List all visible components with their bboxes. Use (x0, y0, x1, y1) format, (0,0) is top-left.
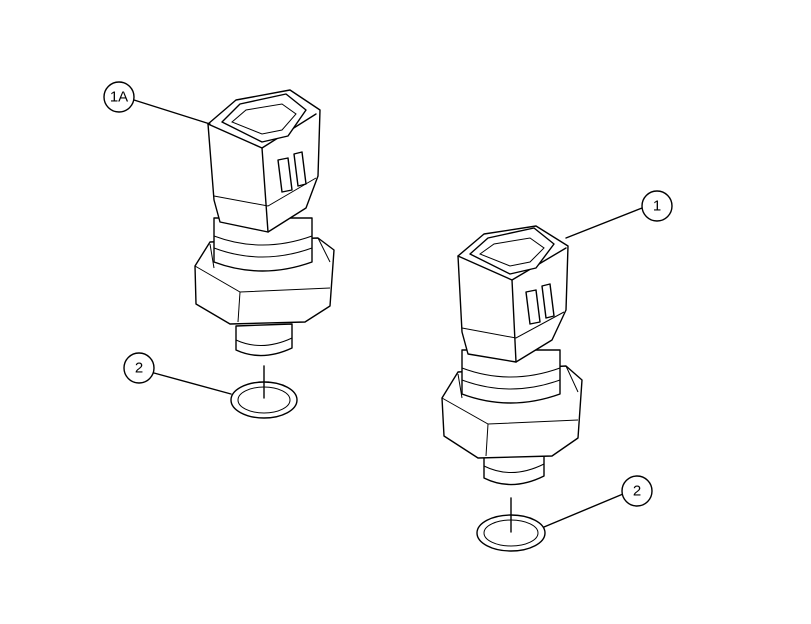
callout-1: 1 (641, 190, 673, 222)
leader-2-left (153, 372, 232, 395)
sensor-1 (441, 225, 583, 486)
callout-2-left-label: 2 (135, 360, 143, 377)
callout-2-right: 2 (621, 475, 653, 507)
callout-1a-label: 1A (110, 89, 128, 106)
sensor-1-collar (461, 349, 561, 404)
sensor-1a (194, 89, 335, 357)
callout-2-right-label: 2 (633, 483, 641, 500)
callout-2-left: 2 (123, 352, 155, 384)
callout-1-label: 1 (653, 198, 661, 215)
sensor-1a-port (235, 323, 293, 357)
o-ring-right (476, 497, 546, 552)
sensor-1-connector (457, 225, 569, 363)
o-ring-left (230, 365, 298, 419)
callout-1a: 1A (103, 81, 135, 113)
sensor-1a-collar (213, 217, 313, 272)
sensor-1a-connector (207, 89, 321, 233)
leader-2-right (543, 493, 624, 528)
leader-1 (565, 207, 643, 239)
leader-1a (133, 99, 211, 125)
